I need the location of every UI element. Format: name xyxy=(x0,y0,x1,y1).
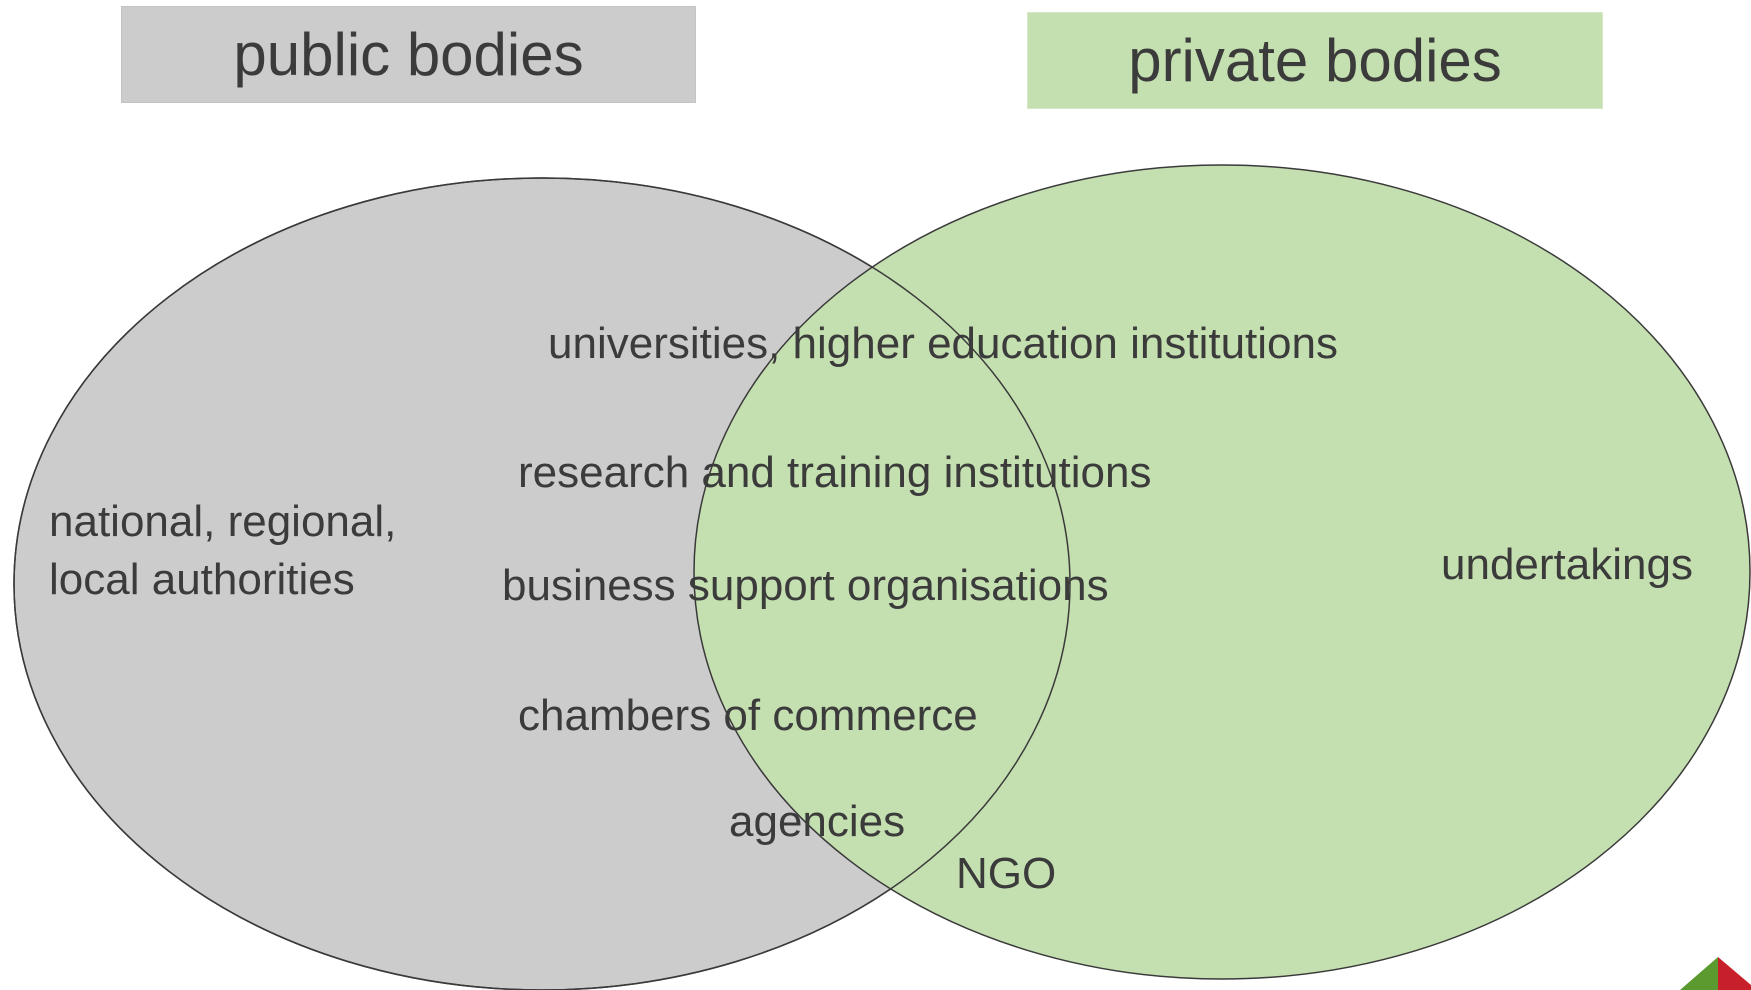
label-universities: universities, higher education instituti… xyxy=(548,319,1339,368)
logo-green-triangle xyxy=(1680,957,1718,990)
private-bodies-circle xyxy=(693,164,1751,980)
label-agencies: agencies xyxy=(729,797,906,846)
label-ngo: NGO xyxy=(956,849,1057,898)
public-bodies-title: public bodies xyxy=(121,6,696,103)
label-business-support: business support organisations xyxy=(502,561,1109,610)
logo-red-triangle xyxy=(1718,957,1751,990)
label-chambers-of-commerce: chambers of commerce xyxy=(518,691,978,740)
label-research-institutions: research and training institutions xyxy=(518,448,1152,497)
label-undertakings: undertakings xyxy=(1441,540,1693,589)
private-bodies-title: private bodies xyxy=(1027,12,1603,109)
public-circle-overlap-outline xyxy=(13,177,1071,990)
private-bodies-title-text: private bodies xyxy=(1128,27,1502,94)
label-authorities: national, regional, local authorities xyxy=(49,497,397,604)
public-bodies-title-text: public bodies xyxy=(233,21,584,88)
